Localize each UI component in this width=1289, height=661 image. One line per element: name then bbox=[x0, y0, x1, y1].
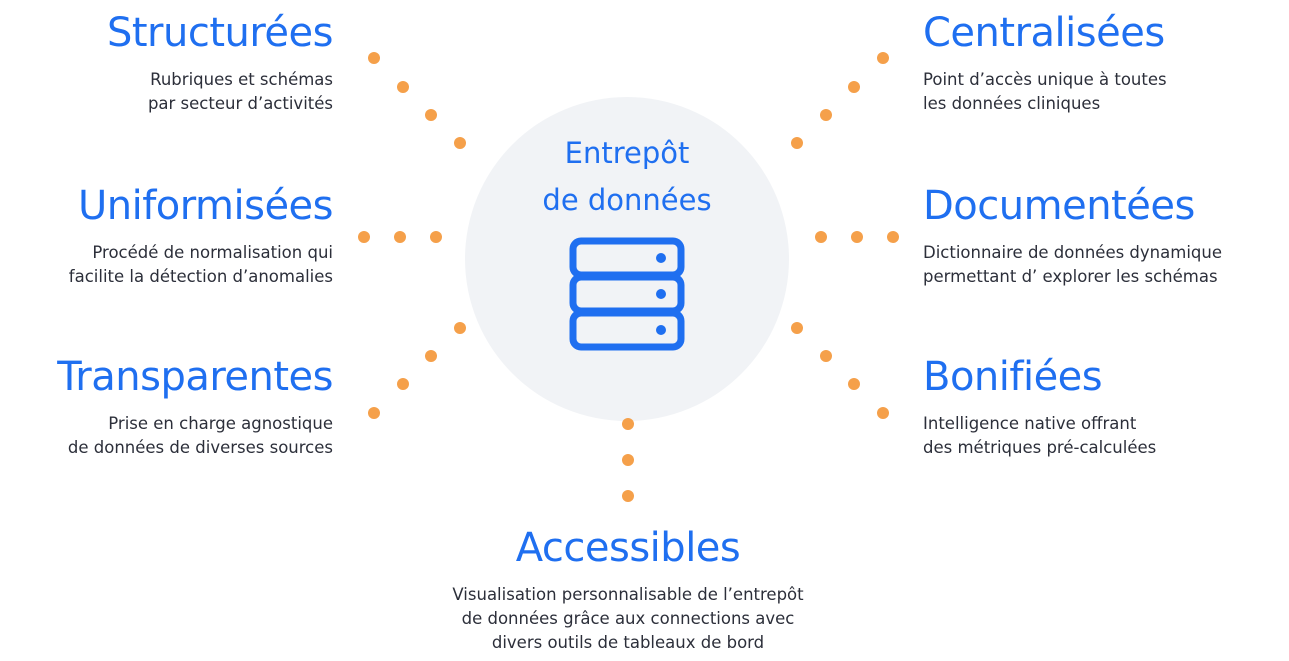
feature-description: Intelligence native offrant des métrique… bbox=[923, 412, 1156, 460]
feature-description-line: Point d’accès unique à toutes bbox=[923, 70, 1167, 89]
connector-dot bbox=[397, 378, 409, 390]
feature-description-line: par secteur d’activités bbox=[147, 94, 333, 113]
feature-description-line: Prise en charge agnostique bbox=[108, 414, 333, 433]
feature-description: Prise en charge agnostique de données de… bbox=[57, 412, 333, 460]
feature-title: Accessibles bbox=[515, 525, 741, 571]
feature-documentees: Documentées Dictionnaire de données dyna… bbox=[923, 181, 1222, 289]
feature-description-line: les données cliniques bbox=[923, 94, 1101, 113]
feature-title: Uniformisées bbox=[77, 183, 334, 229]
feature-description-line: divers outils de tableaux de bord bbox=[491, 633, 765, 652]
connector-dot bbox=[622, 418, 634, 430]
connector-dot bbox=[454, 137, 466, 149]
feature-title: Transparentes bbox=[57, 354, 333, 400]
feature-description-line: de données de diverses sources bbox=[67, 438, 333, 457]
connector-dot bbox=[430, 231, 442, 243]
connector-dot bbox=[791, 137, 803, 149]
connector-dot bbox=[425, 350, 437, 362]
feature-description: Procédé de normalisation qui facilite la… bbox=[69, 241, 333, 289]
hub-title: Entrepôt de données bbox=[465, 130, 789, 224]
connector-dot bbox=[454, 322, 466, 334]
connector-dot bbox=[397, 81, 409, 93]
feature-description-line: de données grâce aux connections avec bbox=[461, 609, 795, 628]
connector-dot bbox=[820, 109, 832, 121]
connector-dot bbox=[848, 378, 860, 390]
hub-title-line-1: Entrepôt bbox=[564, 136, 690, 170]
feature-title: Structurées bbox=[106, 10, 334, 56]
feature-transparentes: Transparentes Prise en charge agnostique… bbox=[57, 352, 333, 460]
connector-dot bbox=[425, 109, 437, 121]
feature-title: Bonifiées bbox=[923, 354, 1103, 400]
feature-centralisees: Centralisées Point d’accès unique à tout… bbox=[923, 8, 1167, 116]
connector-dot bbox=[820, 350, 832, 362]
feature-uniformisees: Uniformisées Procédé de normalisation qu… bbox=[69, 181, 334, 289]
connector-dot bbox=[851, 231, 863, 243]
feature-description-line: Dictionnaire de données dynamique bbox=[923, 243, 1222, 262]
connector-dot bbox=[791, 322, 803, 334]
connector-dot bbox=[815, 231, 827, 243]
feature-description: Rubriques et schémas par secteur d’activ… bbox=[107, 68, 333, 116]
connector-dot bbox=[848, 81, 860, 93]
connector-dot bbox=[394, 231, 406, 243]
connector-dot bbox=[877, 407, 889, 419]
feature-description: Visualisation personnalisable de l’entre… bbox=[400, 583, 856, 655]
feature-structurees: Structurées Rubriques et schémas par sec… bbox=[106, 8, 334, 116]
hub-circle bbox=[465, 97, 789, 421]
feature-description: Point d’accès unique à toutes les donnée… bbox=[923, 68, 1167, 116]
feature-description-line: permettant d’ explorer les schémas bbox=[923, 267, 1218, 286]
feature-description-line: Visualisation personnalisable de l’entre… bbox=[452, 585, 804, 604]
feature-description-line: facilite la détection d’anomalies bbox=[68, 267, 333, 286]
feature-description: Dictionnaire de données dynamique permet… bbox=[923, 241, 1222, 289]
hub-title-line-2: de données bbox=[542, 183, 712, 217]
connector-dot bbox=[887, 231, 899, 243]
connector-dot bbox=[877, 52, 889, 64]
feature-accessibles: Accessibles Visualisation personnalisabl… bbox=[400, 523, 856, 655]
feature-description-line: Rubriques et schémas bbox=[150, 70, 333, 89]
connector-dot bbox=[368, 407, 380, 419]
feature-title: Centralisées bbox=[923, 10, 1165, 56]
connector-dot bbox=[368, 52, 380, 64]
feature-bonifiees: Bonifiées Intelligence native offrant de… bbox=[923, 352, 1156, 460]
feature-description-line: Intelligence native offrant bbox=[923, 414, 1137, 433]
connector-dot bbox=[358, 231, 370, 243]
feature-title: Documentées bbox=[923, 183, 1195, 229]
feature-description-line: Procédé de normalisation qui bbox=[92, 243, 333, 262]
feature-description-line: des métriques pré-calculées bbox=[923, 438, 1157, 457]
server-stack-icon bbox=[569, 237, 685, 351]
connector-dot bbox=[622, 454, 634, 466]
connector-dot bbox=[622, 490, 634, 502]
